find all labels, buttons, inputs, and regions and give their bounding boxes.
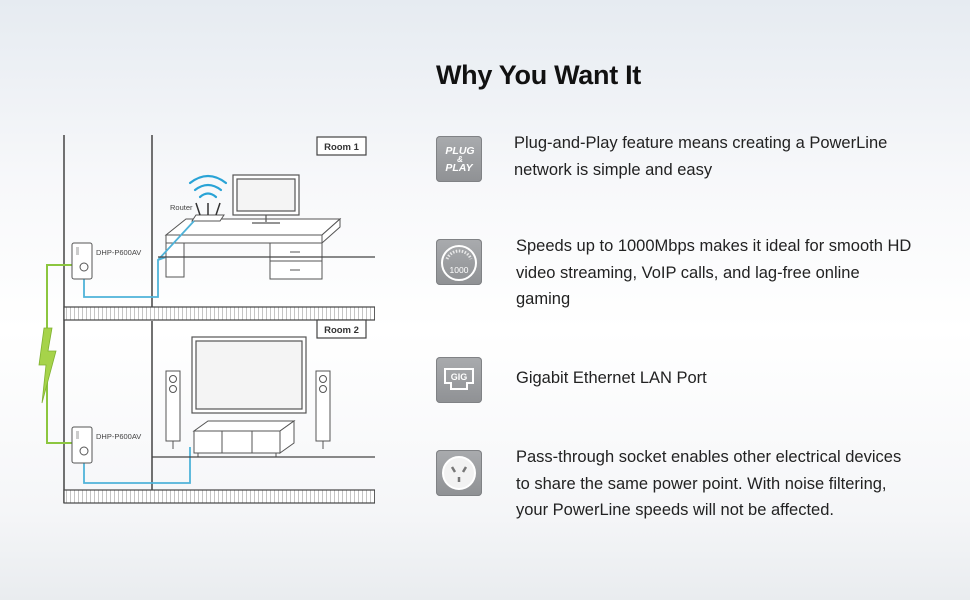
lightning-icon <box>38 327 57 404</box>
page-title: Why You Want It <box>436 60 641 90</box>
adapter-label-bottom: DHP-P600AV <box>96 432 141 441</box>
powerline-adapter-top: DHP-P600AV <box>71 242 141 280</box>
feature-text: Pass-through socket enables other electr… <box>516 448 902 519</box>
television <box>191 336 307 414</box>
room-2-label-box: Room 2 <box>316 319 367 339</box>
svg-text:GIG: GIG <box>451 372 468 382</box>
feature-text: Gigabit Ethernet LAN Port <box>516 369 707 387</box>
room-1-label: Room 1 <box>324 142 360 153</box>
powerline-house-diagram: Room 1 Room 2 Router <box>38 135 375 504</box>
room-1-label-box: Room 1 <box>316 136 367 156</box>
feature-text: Plug-and-Play feature means creating a P… <box>514 134 888 179</box>
plug-and-play-icon: PLUG & PLAY <box>436 136 482 182</box>
speaker-left <box>165 370 181 449</box>
computer-monitor <box>232 174 300 224</box>
powerline-adapter-bottom: DHP-P600AV <box>71 426 141 464</box>
speaker-right <box>315 370 331 449</box>
gigabit-port-icon: GIG <box>436 357 482 403</box>
speedometer-icon: 1000 <box>436 239 482 285</box>
svg-text:1000: 1000 <box>450 265 469 275</box>
tv-stand <box>192 420 296 457</box>
power-socket-icon <box>436 450 482 496</box>
room-2-label: Room 2 <box>324 325 359 336</box>
floor-lower <box>63 489 375 504</box>
svg-text:PLUG: PLUG <box>445 145 474 157</box>
adapter-label-top: DHP-P600AV <box>96 248 141 257</box>
network-cable <box>83 220 375 484</box>
feature-text: Speeds up to 1000Mbps makes it ideal for… <box>516 237 912 308</box>
router-label: Router <box>170 203 193 212</box>
router <box>191 202 225 222</box>
svg-text:PLAY: PLAY <box>445 162 473 174</box>
wifi-icon <box>188 174 228 199</box>
desk <box>164 217 342 280</box>
floor-upper <box>63 306 375 321</box>
svg-text:&: & <box>457 155 463 164</box>
